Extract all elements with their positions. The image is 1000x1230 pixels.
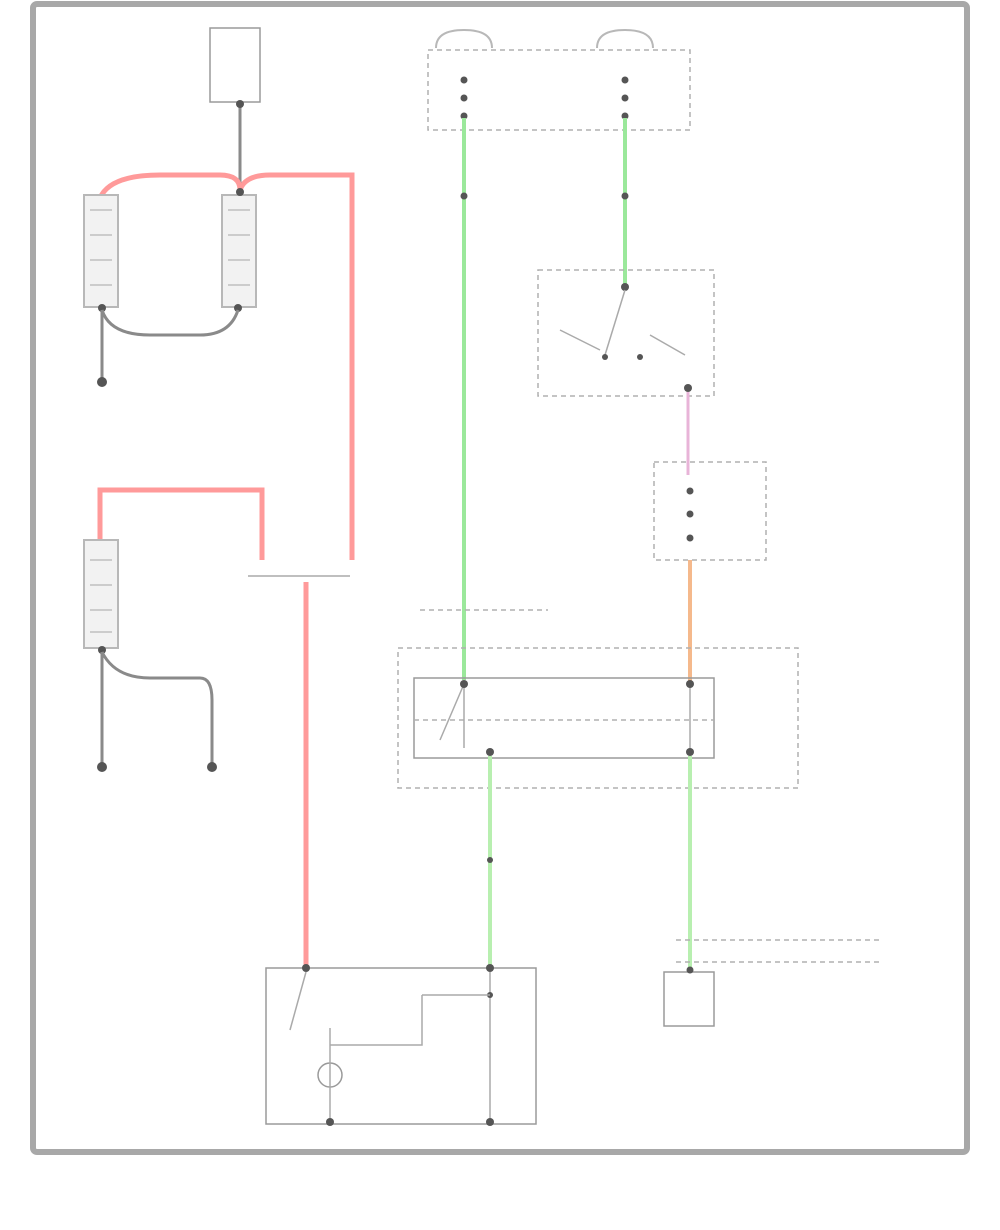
battery-b [221, 194, 257, 308]
sensor-component [209, 27, 261, 103]
fuse-top-left [435, 28, 493, 49]
fuse-top-right [596, 28, 654, 49]
battery-bridge-wire [100, 309, 240, 337]
red-cable-battery-a [97, 172, 243, 200]
relay-module [397, 609, 799, 789]
battery-aux [83, 539, 119, 649]
ground-point [97, 377, 107, 387]
diagram-frame [30, 1, 970, 1155]
ground-wire-aux-2 [100, 651, 214, 765]
ecm-module [663, 939, 880, 1027]
node [236, 100, 244, 108]
red-cable-aux [97, 487, 265, 560]
starter-assembly [265, 964, 537, 1126]
red-cable-main [237, 172, 355, 560]
ignition-switch [537, 269, 715, 397]
battery-a [83, 194, 119, 308]
fuse-box-outline [427, 49, 691, 131]
connector-mid [653, 461, 767, 561]
